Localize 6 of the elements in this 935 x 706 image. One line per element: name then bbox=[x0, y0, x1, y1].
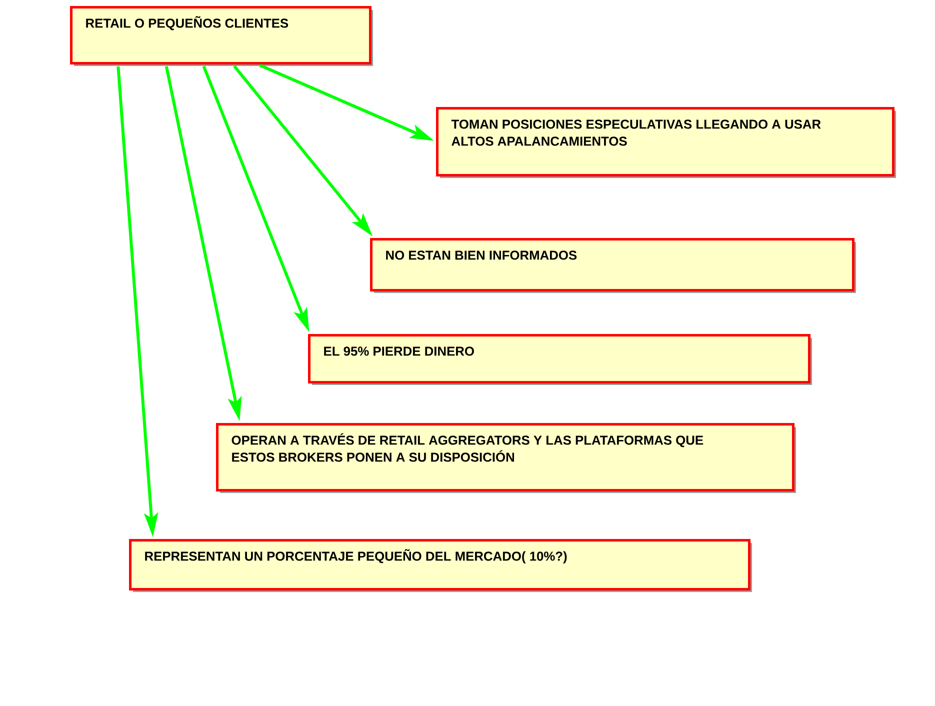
note-box: TOMAN POSICIONES ESPECULATIVAS LLEGANDO A USAR ALTOS APALANCAMIENTOS bbox=[436, 107, 896, 178]
note-box: EL 95% PIERDE DINERO bbox=[308, 334, 812, 385]
note-box: NO ESTAN BIEN INFORMADOS bbox=[370, 238, 856, 293]
note-box: RETAIL O PEQUEÑOS CLIENTES bbox=[70, 6, 373, 66]
note-box: REPRESENTAN UN PORCENTAJE PEQUEÑO DEL MERCADO( 10%?) bbox=[129, 539, 752, 592]
note-box: OPERAN A TRAVÉS DE RETAIL AGGREGATORS Y LAS PLATAFORMAS QUE ESTOS BROKERS PONEN A SU DISPOSICIÓN bbox=[216, 423, 796, 493]
